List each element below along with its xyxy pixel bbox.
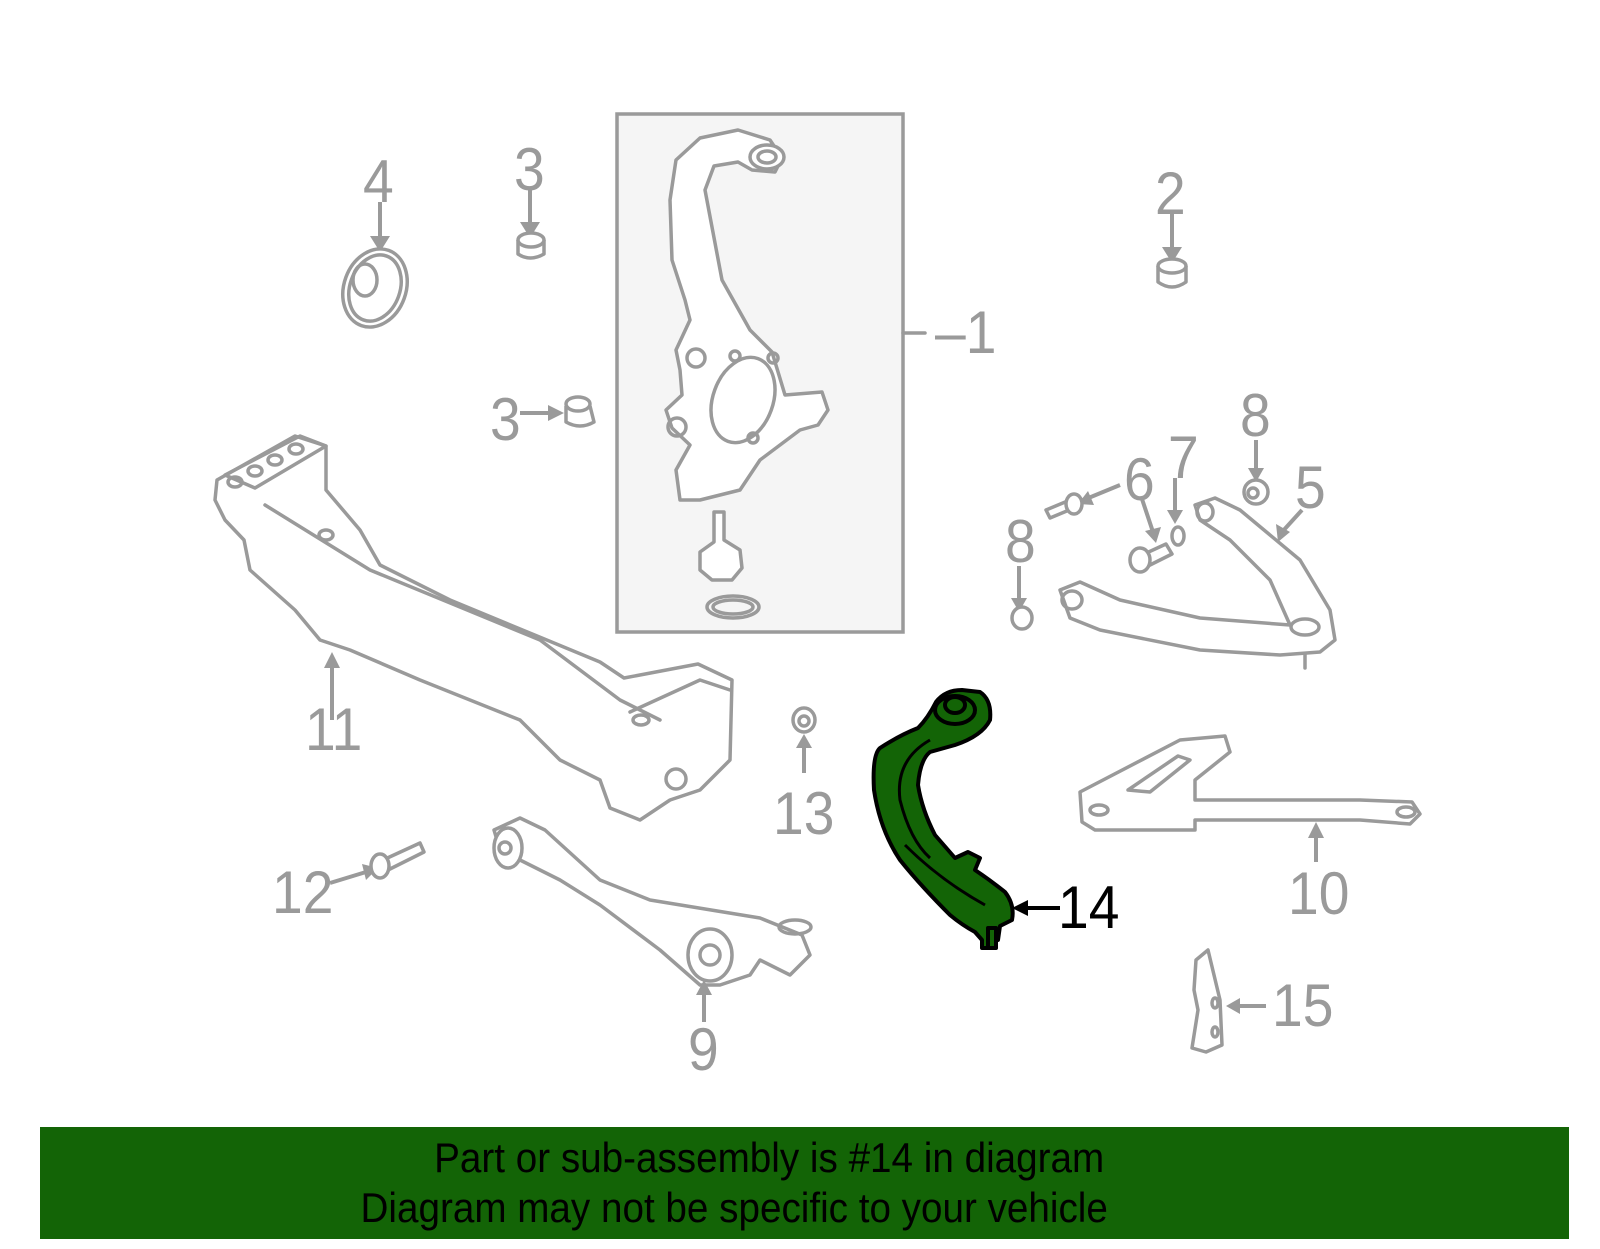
callout-6[interactable]: 6 <box>1124 446 1155 513</box>
part-12-bolt[interactable] <box>329 841 426 885</box>
callout-14[interactable]: 14 <box>1058 874 1120 941</box>
callout-3-middle[interactable]: 3 <box>490 386 521 453</box>
part-6-bolts[interactable] <box>1044 483 1174 574</box>
callout-11[interactable]: 11 <box>305 696 363 763</box>
callout-12[interactable]: 12 <box>272 859 334 926</box>
part-4-dust-cover[interactable] <box>332 202 418 336</box>
callout-9[interactable]: 9 <box>688 1016 719 1083</box>
part-3-bushing-middle[interactable] <box>520 395 596 428</box>
part-9-lower-control-arm[interactable] <box>492 816 813 1022</box>
part-3-bushing-top[interactable] <box>516 188 546 260</box>
part-2-bushing[interactable] <box>1156 214 1188 289</box>
callout-4[interactable]: 4 <box>363 148 394 215</box>
callout-1[interactable]: –1 <box>935 299 997 366</box>
part-info-banner: Part or sub-assembly is #14 in diagram D… <box>40 1127 1569 1239</box>
part-10-tension-rod[interactable] <box>1078 734 1422 862</box>
banner-disclaimer-line: Diagram may not be specific to your vehi… <box>360 1184 1109 1231</box>
part-13-nut[interactable] <box>791 706 817 773</box>
callout-2[interactable]: 2 <box>1155 160 1186 227</box>
callout-7[interactable]: 7 <box>1168 424 1199 491</box>
parts-diagram: –1 2 3 3 4 5 6 7 8 8 9 10 11 12 13 14 15 <box>213 112 1422 1083</box>
part-8-nut-left[interactable] <box>1010 566 1034 631</box>
callout-10[interactable]: 10 <box>1288 860 1350 927</box>
part-5-upper-control-arm[interactable] <box>1058 496 1337 670</box>
callout-5[interactable]: 5 <box>1295 454 1326 521</box>
part-14-transverse-link-highlighted[interactable] <box>871 688 1060 950</box>
part-8-nut-right[interactable] <box>1242 440 1270 506</box>
callout-8-right[interactable]: 8 <box>1240 382 1271 449</box>
part-11-crossmember[interactable] <box>213 434 734 822</box>
part-1-steering-knuckle-kit[interactable] <box>615 112 927 634</box>
part-15-bracket[interactable] <box>1190 948 1266 1054</box>
callout-3-top[interactable]: 3 <box>514 136 545 203</box>
part-7-washer[interactable] <box>1167 478 1186 547</box>
banner-part-line: Part or sub-assembly is #14 in diagram <box>434 1134 1105 1181</box>
callout-13[interactable]: 13 <box>773 780 835 847</box>
callout-8-left[interactable]: 8 <box>1005 508 1036 575</box>
callout-15[interactable]: 15 <box>1272 972 1334 1039</box>
